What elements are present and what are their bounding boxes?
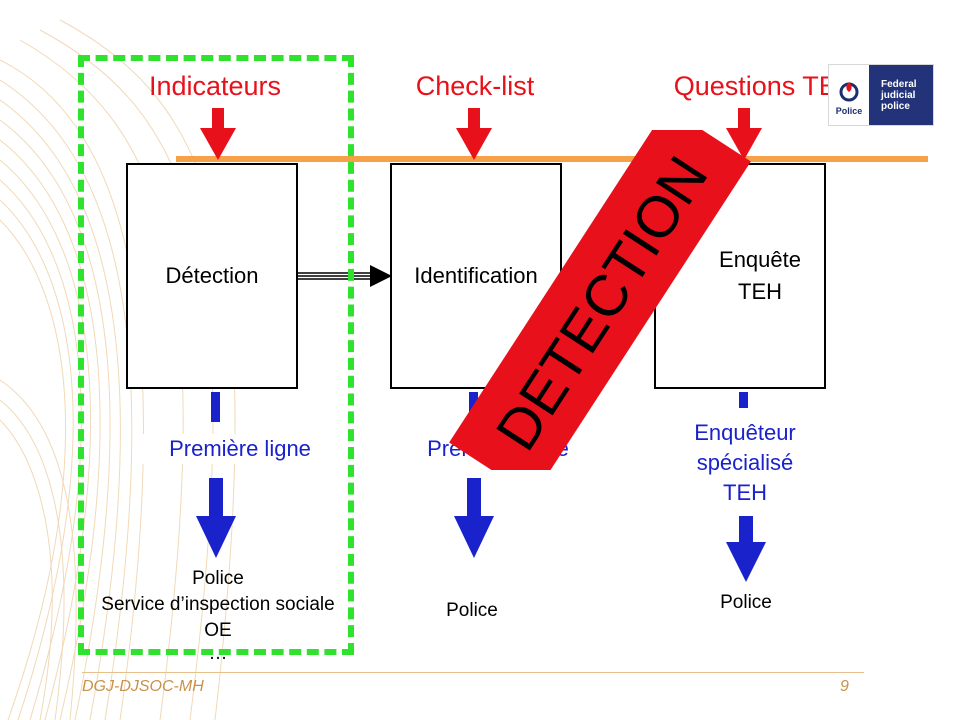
blue-arrow-3 <box>726 516 766 582</box>
box-detection-label: Détection <box>165 263 259 288</box>
green-dashed-highlight <box>78 55 354 655</box>
actor-service-inspection-sociale: Service d’inspection sociale <box>101 594 335 615</box>
flow-arrow-identification-enquete <box>560 265 656 287</box>
blue-arrow-1 <box>196 478 236 558</box>
box-enquete-teh-label: Enquête TEH <box>719 247 801 304</box>
flow-arrow-detection-identification <box>296 265 392 287</box>
red-arrow-2 <box>456 108 492 160</box>
logo-line-police: police <box>881 100 910 112</box>
logo-emblem: Police <box>829 65 869 125</box>
blue-connector-1 <box>211 392 220 422</box>
blue-connector-3 <box>739 392 748 408</box>
logo-police-text: Police <box>835 106 863 116</box>
role-premiere-ligne-2: Première ligne <box>398 434 598 464</box>
role-premiere-ligne-1: Première ligne <box>140 434 340 464</box>
footer-divider <box>82 672 864 673</box>
label-check-list: Check-list <box>415 71 535 101</box>
actors-col3: Police <box>686 590 806 616</box>
red-arrow-1 <box>200 108 236 160</box>
box-identification: Identification <box>390 163 562 389</box>
actors-col2: Police <box>412 598 532 624</box>
logo-federal-judicial-police: Federal judicial police <box>869 65 933 125</box>
police-flame-icon <box>839 82 859 102</box>
label-questions-teh: Questions TEH <box>673 71 857 101</box>
actors-col1: Police Service d’inspection sociale OE … <box>78 566 358 664</box>
box-enquete-teh: Enquête TEH <box>654 163 826 389</box>
label-indicateurs: Indicateurs <box>148 71 282 101</box>
box-detection: Détection <box>126 163 298 389</box>
actor-police: Police <box>192 568 244 589</box>
role-enqueteur-specialise: Enquêteur spécialisé TEH <box>694 420 796 505</box>
red-arrow-3 <box>726 108 762 160</box>
footer-organization: DGJ-DJSOC-MH <box>82 678 204 695</box>
logo-line-judicial: judicial <box>881 89 916 101</box>
blue-arrow-2 <box>454 478 494 558</box>
federal-judicial-police-logo: Police Federal judicial police <box>828 64 934 126</box>
actor-oe: OE <box>204 620 232 641</box>
actor-police: Police <box>446 600 498 621</box>
logo-line-federal: Federal <box>881 78 917 90</box>
actor-police: Police <box>720 592 772 613</box>
footer-page-number: 9 <box>840 678 849 695</box>
blue-connector-2 <box>469 392 478 422</box>
box-identification-label: Identification <box>414 263 538 288</box>
